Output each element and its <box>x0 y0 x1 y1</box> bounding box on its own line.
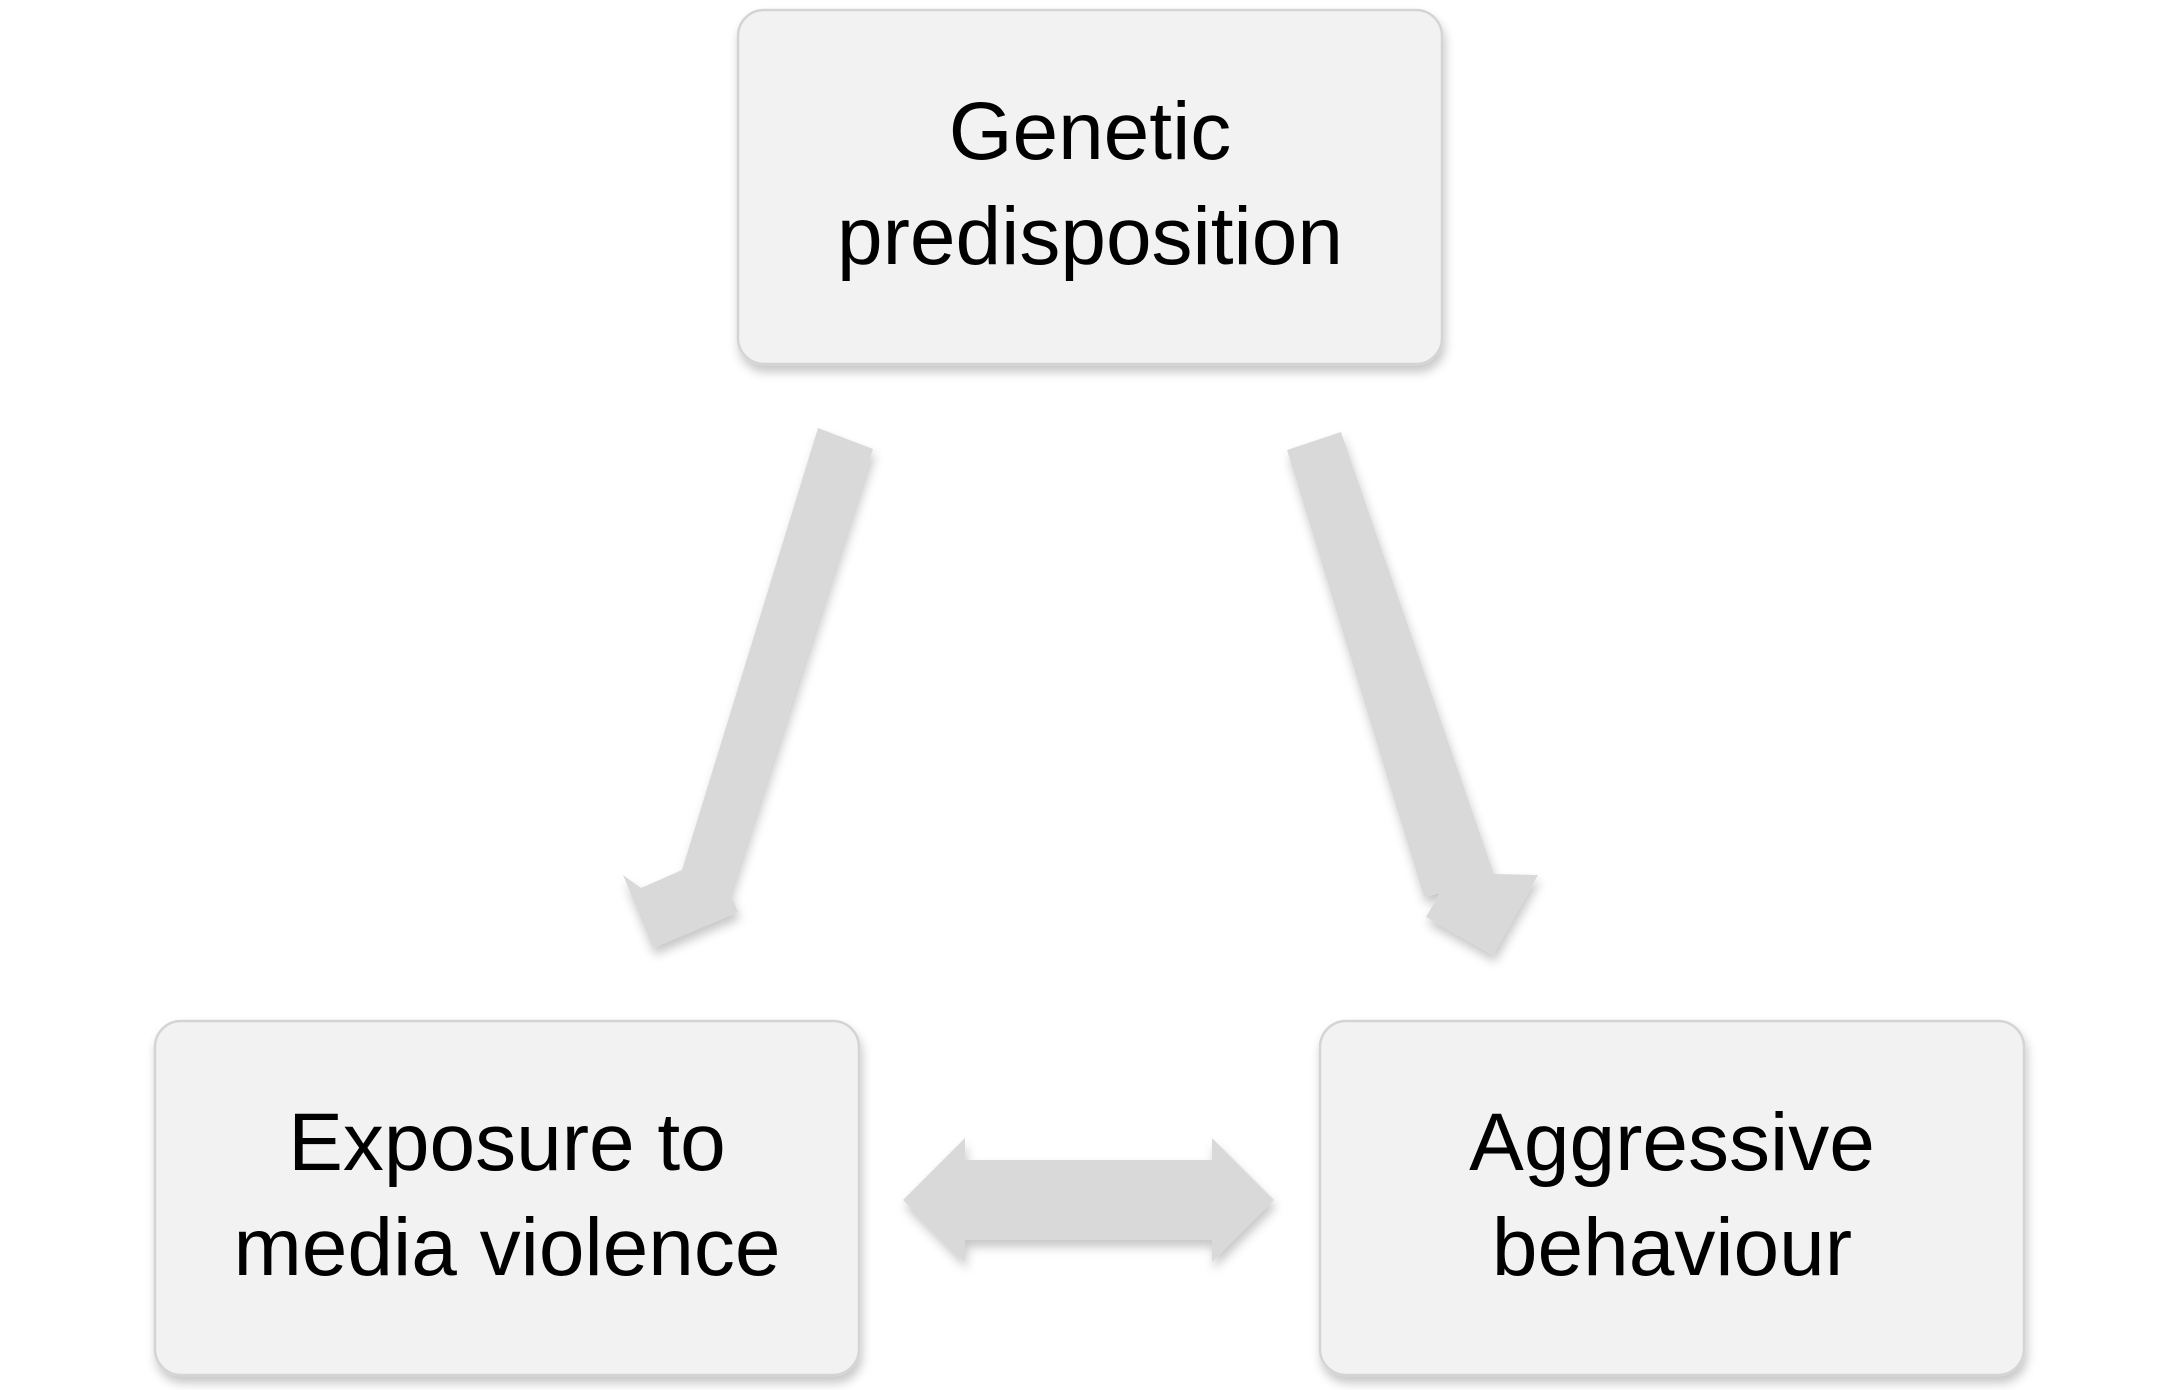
node-genetic-predisposition: Genetic predisposition <box>736 8 1444 366</box>
node-genetic-label-line1: Genetic <box>949 86 1232 177</box>
arrow-exposure-aggressive-bidirectional <box>903 1138 1274 1262</box>
node-aggressive-label-line1: Aggressive <box>1469 1097 1875 1188</box>
node-exposure-media-violence: Exposure to media violence <box>153 1019 861 1377</box>
node-exposure-label-line2: media violence <box>234 1202 781 1293</box>
arrow-genetic-to-aggressive <box>1287 432 1538 955</box>
node-aggressive-behaviour: Aggressive behaviour <box>1318 1019 2026 1377</box>
node-genetic-label-line2: predisposition <box>837 191 1343 282</box>
node-aggressive-label-line2: behaviour <box>1492 1202 1852 1293</box>
node-exposure-label-line1: Exposure to <box>288 1097 726 1188</box>
arrow-genetic-to-exposure <box>623 428 873 948</box>
